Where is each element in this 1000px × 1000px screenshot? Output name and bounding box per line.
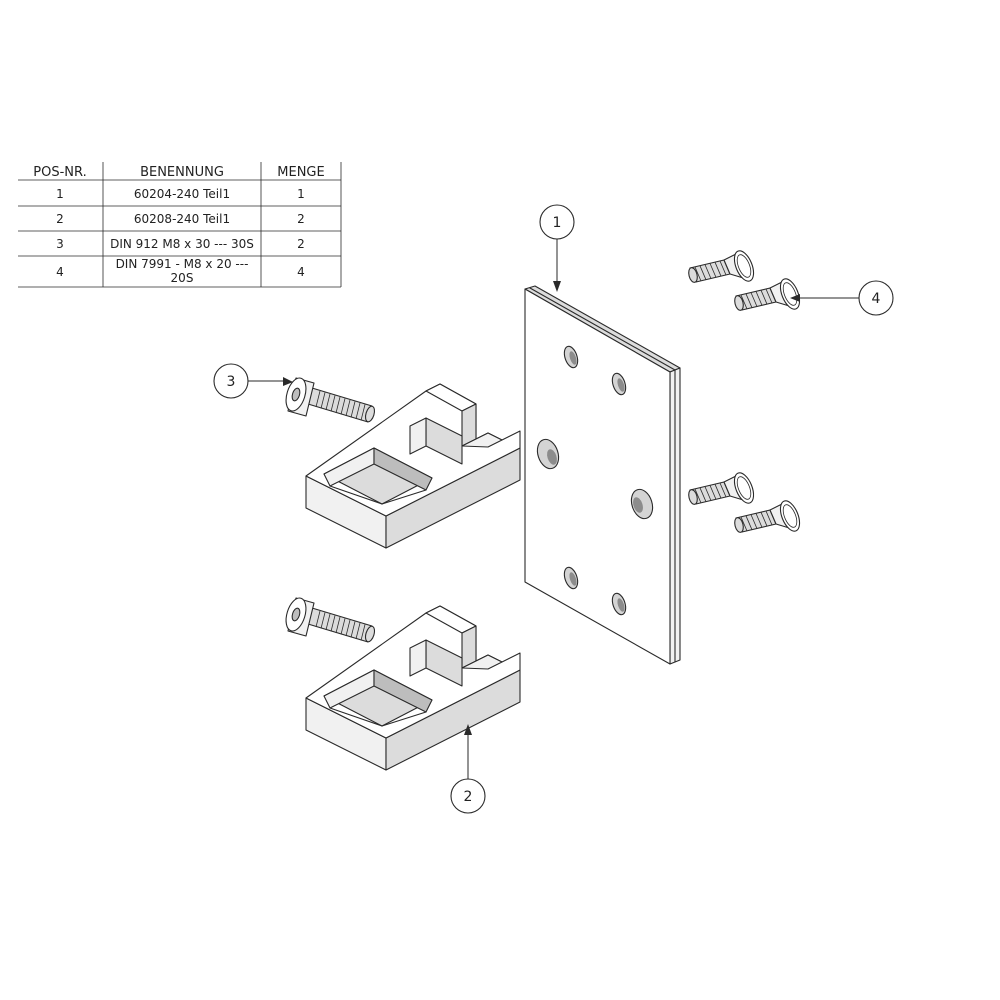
plate-countersunk-hole: [536, 438, 560, 470]
countersunk-screw: [686, 469, 758, 507]
cap-screw-upper: [281, 375, 377, 424]
table-row: 1 60204-240 Teil1 1: [56, 187, 305, 201]
countersunk-screw: [686, 247, 758, 285]
table-row: 2 60208-240 Teil1 2: [56, 212, 305, 226]
header-benennung: BENENNUNG: [140, 165, 224, 180]
balloon-3: 3: [213, 363, 293, 399]
cell-name: DIN 7991 - M8 x 20 ---: [116, 257, 249, 271]
cell-pos: 4: [56, 265, 64, 279]
cell-qty: 2: [297, 212, 305, 226]
plate-hole: [611, 372, 627, 396]
countersunk-screw: [732, 497, 804, 535]
cell-name: 60208-240 Teil1: [134, 212, 230, 226]
parts-list-table: POS-NR. BENENNUNG MENGE 1 60204-240 Teil…: [18, 162, 342, 288]
cell-pos: 1: [56, 187, 64, 201]
cell-qty: 2: [297, 237, 305, 251]
table-row: 3 DIN 912 M8 x 30 --- 30S 2: [56, 237, 305, 251]
cell-qty: 4: [297, 265, 305, 279]
balloon-label: 1: [553, 215, 562, 231]
cell-pos: 3: [56, 237, 64, 251]
cell-name: DIN 912 M8 x 30 --- 30S: [110, 237, 254, 251]
table-row: 4 DIN 7991 - M8 x 20 --- 20S 4: [56, 257, 305, 285]
cell-pos: 2: [56, 212, 64, 226]
header-pos-nr: POS-NR.: [33, 165, 86, 180]
countersunk-screw: [732, 275, 804, 313]
cell-name: 60204-240 Teil1: [134, 187, 230, 201]
mounting-plate: [524, 285, 681, 665]
balloon-label: 4: [872, 291, 881, 307]
cell-qty: 1: [297, 187, 305, 201]
plate-hole: [563, 345, 579, 369]
header-menge: MENGE: [277, 165, 324, 180]
balloon-1: 1: [539, 204, 575, 292]
plate-hole: [563, 566, 579, 590]
balloon-4: 4: [790, 280, 894, 316]
balloon-2: 2: [450, 724, 486, 814]
plate-countersunk-hole: [630, 488, 654, 520]
balloon-label: 3: [227, 374, 236, 390]
balloon-label: 2: [464, 789, 473, 805]
plate-hole: [611, 592, 627, 616]
cap-screw-lower: [281, 595, 377, 644]
cell-name-continued: 20S: [171, 271, 194, 285]
